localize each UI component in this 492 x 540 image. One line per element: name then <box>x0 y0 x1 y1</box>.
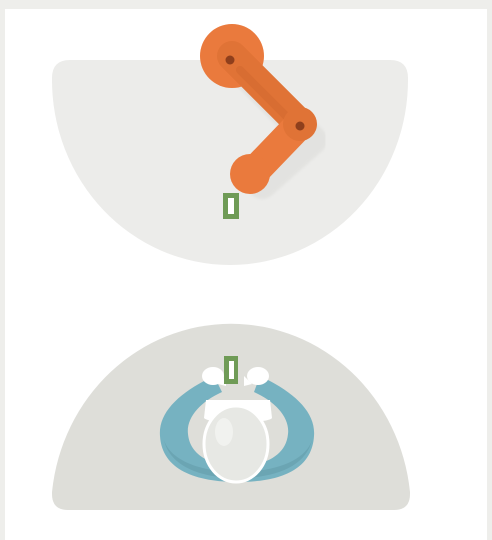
gripper-target <box>224 356 238 384</box>
gripper-target <box>223 193 239 219</box>
robot-arm-panel <box>52 24 408 265</box>
gripper-panel <box>52 324 410 510</box>
workspace-bowl <box>52 60 408 265</box>
elbow-pin <box>296 122 305 131</box>
shoulder-pin <box>226 56 235 65</box>
egg-object <box>204 406 268 482</box>
wrist-joint <box>230 154 270 194</box>
